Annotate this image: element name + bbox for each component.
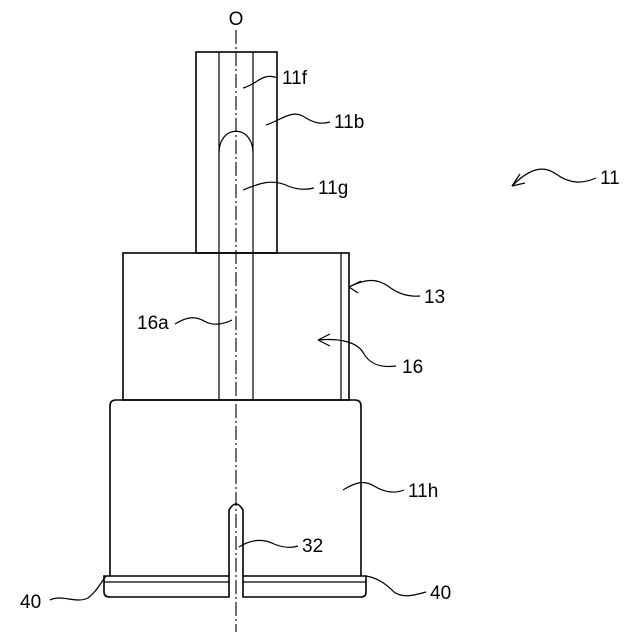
leader-16a <box>175 318 232 324</box>
leader-40-right <box>366 576 426 596</box>
label-11g: 11g <box>318 178 348 199</box>
leader-11h <box>343 483 404 493</box>
flange-40-left <box>104 576 229 597</box>
label-32: 32 <box>302 536 323 557</box>
label-40-right: 40 <box>430 583 451 604</box>
flange-40-right <box>243 576 366 597</box>
leader-11b <box>266 114 330 125</box>
label-11b: 11b <box>334 112 364 133</box>
leader-40-left <box>50 576 106 600</box>
leader-16 <box>318 340 396 367</box>
axis-origin-label: O <box>229 9 244 30</box>
leader-32 <box>239 540 298 547</box>
label-13: 13 <box>424 287 445 308</box>
leader-11f <box>243 76 278 88</box>
label-11h: 11h <box>408 481 438 502</box>
label-16a: 16a <box>137 313 169 334</box>
leader-11g <box>243 182 314 190</box>
label-11: 11 <box>600 168 620 189</box>
label-40-left: 40 <box>20 592 41 613</box>
leader-13 <box>349 280 420 296</box>
label-16: 16 <box>402 357 423 378</box>
label-11f: 11f <box>282 68 308 89</box>
